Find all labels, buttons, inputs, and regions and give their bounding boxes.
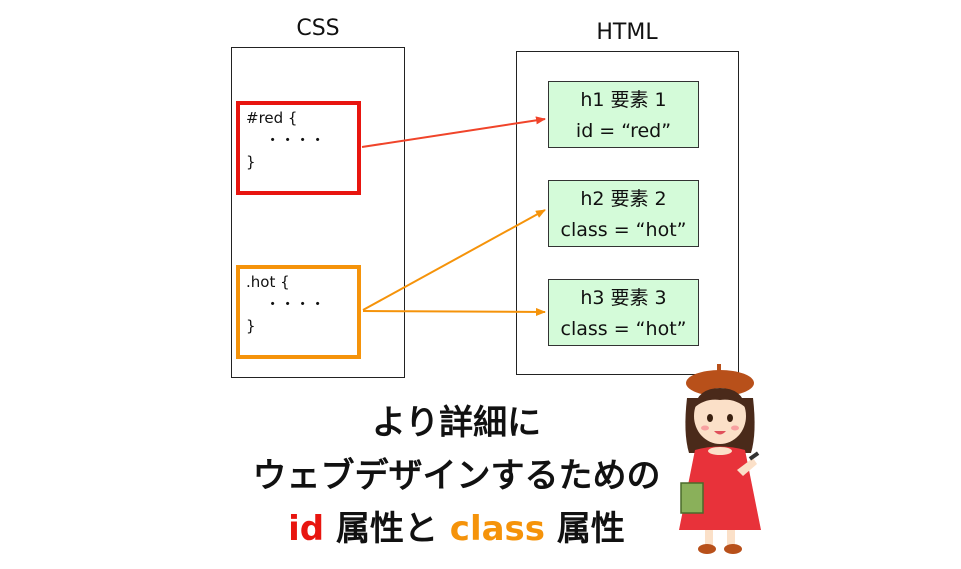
css-rule-id: #red { ・・・・ } <box>236 101 361 195</box>
girl-holding-book-illustration <box>679 364 761 554</box>
css-rule-class: .hot { ・・・・ } <box>236 265 361 359</box>
caption-line-3: id 属性と class 属性 <box>0 509 937 549</box>
arrow-class-to-h2 <box>362 209 546 311</box>
element-attribute: id = “red” <box>575 120 672 142</box>
rule-line: ・・・・ <box>246 131 326 149</box>
element-label: h1 要素 1 <box>580 89 667 111</box>
caption-attr-1: 属性と <box>324 509 450 549</box>
html-panel-title: HTML <box>596 20 658 45</box>
rule-line: } <box>246 153 256 171</box>
caption-id-word: id <box>288 509 325 549</box>
rule-line: } <box>246 317 256 335</box>
css-panel-title: CSS <box>296 16 340 41</box>
rule-line: ・・・・ <box>246 295 326 313</box>
element-attribute: class = “hot” <box>560 219 687 241</box>
element-label: h2 要素 2 <box>580 188 667 210</box>
caption-line-1: より詳細に <box>371 403 542 443</box>
rule-line: .hot { <box>246 273 290 291</box>
rule-line: #red { <box>246 109 298 127</box>
html-element-h3: h3 要素 3 class = “hot” <box>548 279 699 346</box>
caption-attr-2: 属性 <box>545 509 625 549</box>
element-label: h3 要素 3 <box>580 287 667 309</box>
caption-class-word: class <box>449 509 546 549</box>
arrow-id-to-h1 <box>361 116 546 148</box>
element-attribute: class = “hot” <box>560 318 687 340</box>
arrow-class-to-h3 <box>362 307 546 316</box>
html-element-h1: h1 要素 1 id = “red” <box>548 81 699 148</box>
caption-line-2: ウェブデザインするための <box>252 456 661 496</box>
html-element-h2: h2 要素 2 class = “hot” <box>548 180 699 247</box>
